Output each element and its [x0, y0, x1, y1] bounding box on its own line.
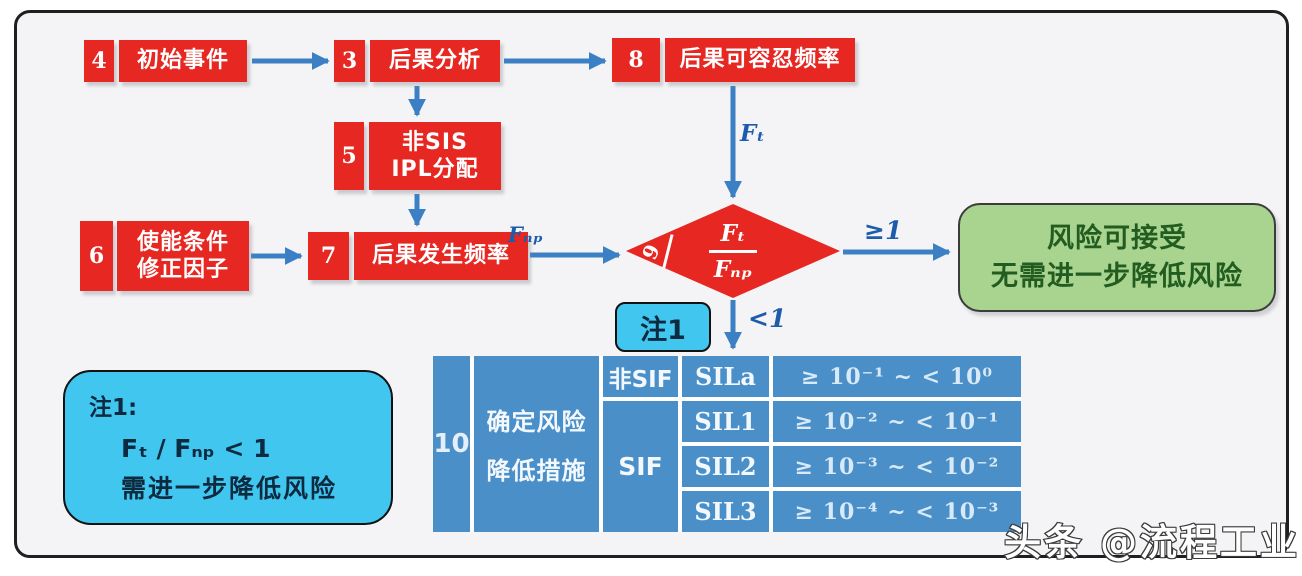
step7-number: 7	[308, 232, 349, 280]
step6-number: 6	[80, 221, 113, 291]
step6-line1: 使能条件	[136, 229, 229, 255]
risk-acceptable-box: 风险可接受 无需进一步降低风险	[958, 203, 1276, 312]
step4-number: 4	[84, 40, 114, 82]
table-sil-3: SIL3	[682, 491, 769, 532]
step7-consequence-frequency-box: 后果发生频率	[354, 232, 528, 280]
step3-consequence-analysis-box: 后果分析	[370, 40, 500, 82]
step5-line2: IPL分配	[391, 157, 479, 182]
table-step-number: 10	[433, 356, 470, 532]
edge-label-lt1: <1	[748, 304, 787, 333]
edge-label-ft: Fₜ	[740, 120, 765, 147]
table-action-line1: 确定风险	[486, 408, 587, 436]
table-sil-a: SILa	[682, 356, 769, 397]
note1-box: 注1: Fₜ / Fₙₚ < 1 需进一步降低风险	[63, 370, 393, 525]
edge-label-fnp: Fₙₚ	[508, 222, 543, 247]
step6-enabling-conditions-box: 使能条件 修正因子	[117, 221, 249, 291]
table-type-sif: SIF	[603, 401, 678, 532]
step5-number: 5	[334, 122, 364, 190]
table-action-line2: 降低措施	[486, 457, 587, 485]
step5-non-sis-ipl-box: 非SIS IPL分配	[369, 122, 501, 190]
risk-acceptable-line1: 风险可接受	[1047, 222, 1187, 254]
table-range-sila: ≥ 10⁻¹ ~ < 10⁰	[773, 356, 1021, 397]
table-range-sil2: ≥ 10⁻³ ~ < 10⁻²	[773, 446, 1021, 487]
step4-initiating-event-box: 初始事件	[119, 40, 247, 82]
fraction-numerator: Fₜ	[720, 219, 746, 247]
step8-number: 8	[612, 38, 660, 82]
risk-acceptable-line2: 无需进一步降低风险	[991, 260, 1243, 292]
sil-determination-table: 10 确定风险 降低措施 非SIF SIF SILa ≥ 10⁻¹ ~ < 10…	[433, 356, 1021, 532]
toutiao-watermark: 头条 @流程工业	[1003, 520, 1300, 565]
note1-title: 注1:	[89, 395, 138, 421]
ft-over-fnp-fraction: Fₜ Fₙₚ	[626, 204, 840, 298]
table-type-nonsif: 非SIF	[603, 356, 678, 397]
step8-tolerable-frequency-box: 后果可容忍频率	[665, 38, 855, 82]
fraction-bar	[709, 249, 757, 253]
step3-number: 3	[334, 40, 365, 82]
table-range-sil3: ≥ 10⁻⁴ ~ < 10⁻³	[773, 491, 1021, 532]
table-sil-1: SIL1	[682, 401, 769, 442]
table-action-cell: 确定风险 降低措施	[474, 356, 599, 532]
table-sil-2: SIL2	[682, 446, 769, 487]
table-range-sil1: ≥ 10⁻² ~ < 10⁻¹	[773, 401, 1021, 442]
fraction-denominator: Fₙₚ	[713, 255, 753, 283]
note1-line2: 需进一步降低风险	[121, 474, 338, 503]
edge-label-ge1: ≥1	[864, 216, 903, 245]
step5-line1: 非SIS	[402, 129, 468, 155]
note1-tag: 注1	[615, 302, 711, 352]
step6-line2: 修正因子	[136, 257, 229, 282]
note1-formula: Fₜ / Fₙₚ < 1	[121, 434, 271, 463]
